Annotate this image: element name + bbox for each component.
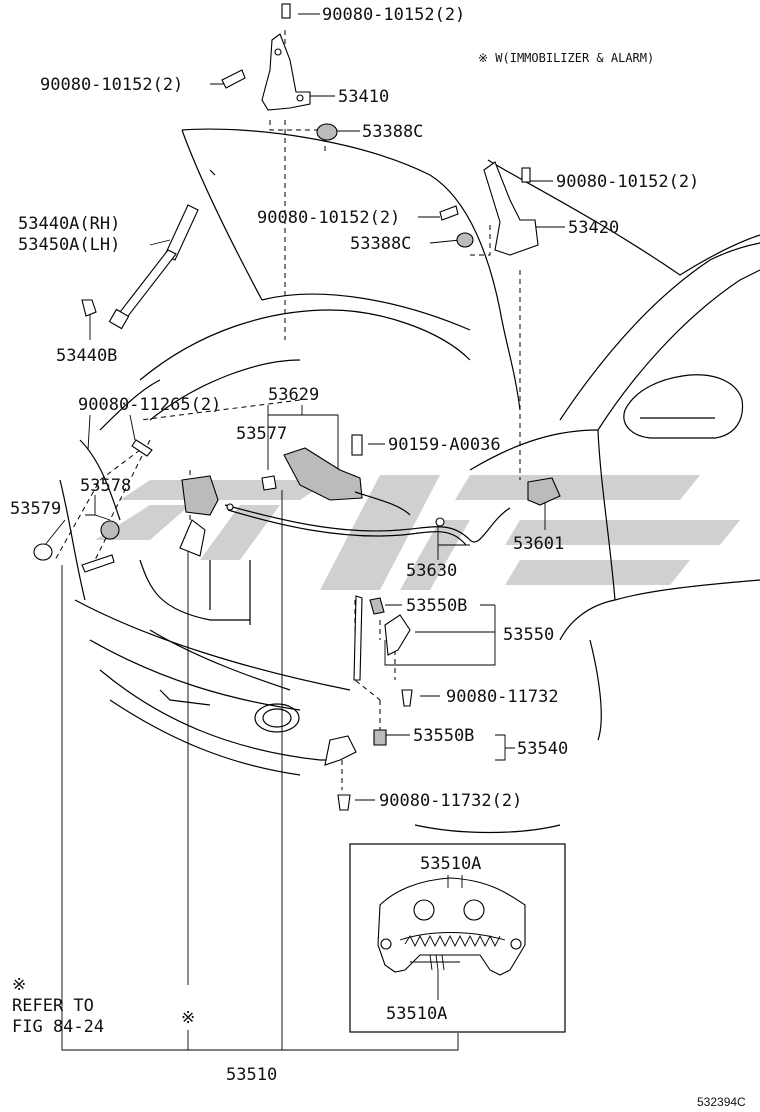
- refer-mark: ※: [12, 975, 26, 995]
- label-clip-550b-lower: 53550B: [413, 726, 474, 746]
- label-hinge-rh: 53410: [338, 87, 389, 107]
- label-lever: 53629: [268, 385, 319, 405]
- hinge-rh-part: [261, 3, 311, 111]
- label-bolt-right: 90080-10152(2): [556, 172, 699, 192]
- bolt-left-part: [221, 69, 246, 89]
- latch-part: [33, 439, 277, 573]
- label-support-lh: 53450A(LH): [18, 235, 120, 255]
- inset-box: [349, 843, 566, 1033]
- figure-code: 532394C: [697, 1095, 746, 1109]
- label-hinge-lh: 53420: [568, 218, 619, 238]
- label-latch-cover: 53577: [236, 424, 287, 444]
- label-lock-assy-550: 53550: [503, 625, 554, 645]
- refer-line2: FIG 84-24: [12, 1017, 104, 1037]
- vehicle-outline: [59, 128, 760, 834]
- label-bolt-top: 90080-10152(2): [322, 5, 465, 25]
- label-lock-assy-540: 53540: [517, 739, 568, 759]
- label-bolt-11732-2: 90080-11732(2): [379, 791, 522, 811]
- header-note: ※ W(IMMOBILIZER & ALARM): [478, 51, 654, 65]
- label-cushion-578: 53578: [80, 476, 131, 496]
- label-bolt-11732: 90080-11732: [446, 687, 559, 707]
- leader-lines: [44, 13, 565, 1051]
- label-lock-assy-510: 53510: [226, 1065, 277, 1085]
- label-cushion-lower: 53388C: [350, 234, 411, 254]
- label-lock-510a-top: 53510A: [420, 854, 481, 874]
- lock-540-part: [324, 595, 413, 811]
- label-screw-clip: 90159-A0036: [388, 435, 501, 455]
- refer-line1: REFER TO: [12, 996, 94, 1016]
- label-cable: 53630: [406, 561, 457, 581]
- label-support-stud: 53440B: [56, 346, 117, 366]
- label-switch: 53601: [513, 534, 564, 554]
- label-support-rh: 53440A(RH): [18, 214, 120, 234]
- cushion-upper-part: [316, 123, 338, 141]
- cable-part: [224, 503, 511, 546]
- label-screw-upper-left: 90080-11265(2): [78, 395, 221, 415]
- lever-part: [283, 434, 411, 516]
- label-lock-510a-bottom: 53510A: [386, 1004, 447, 1024]
- label-bolt-left: 90080-10152(2): [40, 75, 183, 95]
- label-cushion-579: 53579: [10, 499, 61, 519]
- watermark-logo: [95, 475, 740, 590]
- hinge-lh-part: [439, 161, 539, 256]
- dashed-leaders: [54, 30, 521, 790]
- switch-part: [527, 477, 561, 506]
- label-bolt-mid: 90080-10152(2): [257, 208, 400, 228]
- label-cushion-upper: 53388C: [362, 122, 423, 142]
- mark-symbol: ※: [181, 1008, 195, 1028]
- hood-support-part: [81, 204, 199, 330]
- label-clip-550b-upper: 53550B: [406, 596, 467, 616]
